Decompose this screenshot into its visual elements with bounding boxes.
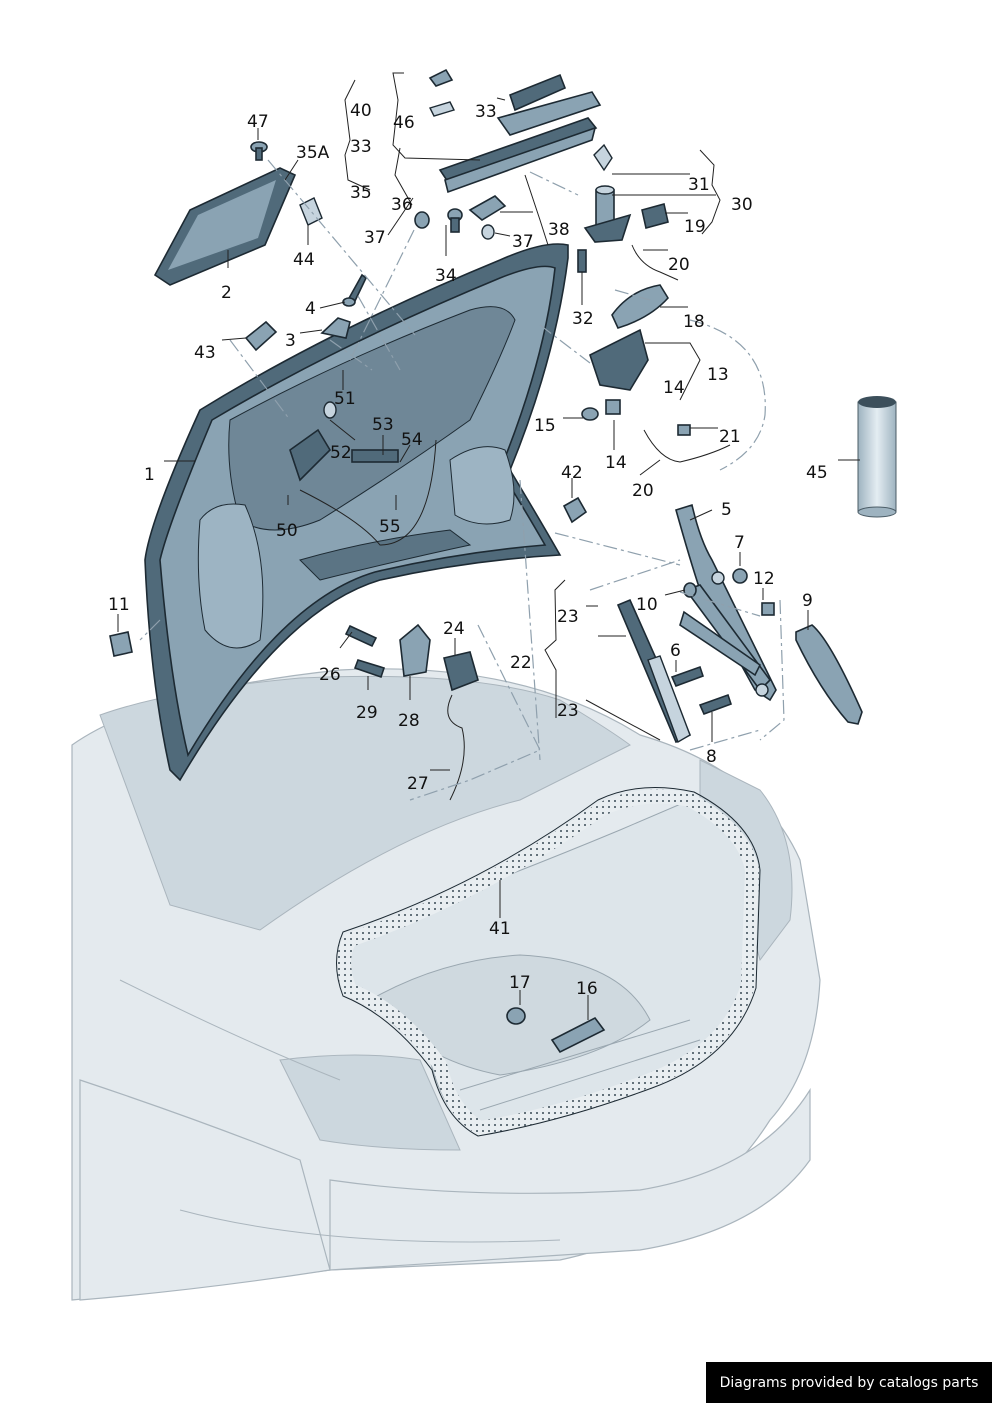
label-20b: 20 <box>632 481 654 501</box>
label-51: 51 <box>334 389 356 409</box>
label-37a: 37 <box>364 228 386 248</box>
label-45: 45 <box>806 463 828 483</box>
label-16: 16 <box>576 979 598 999</box>
label-10: 10 <box>636 595 658 615</box>
label-1: 1 <box>144 465 155 485</box>
label-17: 17 <box>509 973 531 993</box>
label-13: 13 <box>707 365 729 385</box>
label-12: 12 <box>753 569 775 589</box>
label-11: 11 <box>108 595 130 615</box>
label-20a: 20 <box>668 255 690 275</box>
label-26: 26 <box>319 665 341 685</box>
leader-lines <box>117 72 860 1020</box>
label-42: 42 <box>561 463 583 483</box>
label-40: 40 <box>350 101 372 121</box>
label-29: 29 <box>356 703 378 723</box>
label-7: 7 <box>734 533 745 553</box>
label-23a: 23 <box>557 607 579 627</box>
label-23b: 23 <box>557 701 579 721</box>
label-32: 32 <box>572 309 594 329</box>
label-37b: 37 <box>512 232 534 252</box>
label-3: 3 <box>285 331 296 351</box>
label-35: 35 <box>350 183 372 203</box>
label-46: 46 <box>393 113 415 133</box>
credit-banner: Diagrams provided by catalogs parts <box>706 1362 992 1403</box>
label-31: 31 <box>688 175 710 195</box>
label-5: 5 <box>721 500 732 520</box>
label-27: 27 <box>407 774 429 794</box>
label-55: 55 <box>379 517 401 537</box>
label-9: 9 <box>802 591 813 611</box>
label-47: 47 <box>247 112 269 132</box>
label-43: 43 <box>194 343 216 363</box>
credit-text: Diagrams provided by catalogs parts <box>719 1374 979 1391</box>
label-33b: 33 <box>350 137 372 157</box>
label-34: 34 <box>435 266 457 286</box>
label-6: 6 <box>670 641 681 661</box>
label-8: 8 <box>706 747 717 767</box>
label-15: 15 <box>534 416 556 436</box>
label-14a: 14 <box>663 378 685 398</box>
label-50: 50 <box>276 521 298 541</box>
trunk-opening <box>336 787 761 1137</box>
label-44: 44 <box>293 250 315 270</box>
label-35a: 35A <box>296 143 330 163</box>
label-2: 2 <box>221 283 232 303</box>
label-54: 54 <box>401 430 423 450</box>
part-labels: 1 2 3 4 5 6 7 8 9 10 11 12 13 14 14 15 1… <box>108 101 828 999</box>
hinge-trim <box>795 624 863 725</box>
label-38: 38 <box>548 220 570 240</box>
label-18: 18 <box>683 312 705 332</box>
small-parts <box>109 68 897 1054</box>
label-14b: 14 <box>605 453 627 473</box>
gas-strut <box>616 598 692 744</box>
label-28: 28 <box>398 711 420 731</box>
label-19: 19 <box>684 217 706 237</box>
trunk-seal <box>337 789 760 1136</box>
label-36: 36 <box>391 195 413 215</box>
connector-lines <box>139 159 785 801</box>
label-30: 30 <box>731 195 753 215</box>
hinge <box>675 503 777 702</box>
label-24: 24 <box>443 619 465 639</box>
label-41: 41 <box>489 919 511 939</box>
label-52: 52 <box>330 443 352 463</box>
label-53: 53 <box>372 415 394 435</box>
label-21: 21 <box>719 427 741 447</box>
label-22: 22 <box>510 653 532 673</box>
label-33a: 33 <box>475 102 497 122</box>
label-4: 4 <box>305 299 316 319</box>
